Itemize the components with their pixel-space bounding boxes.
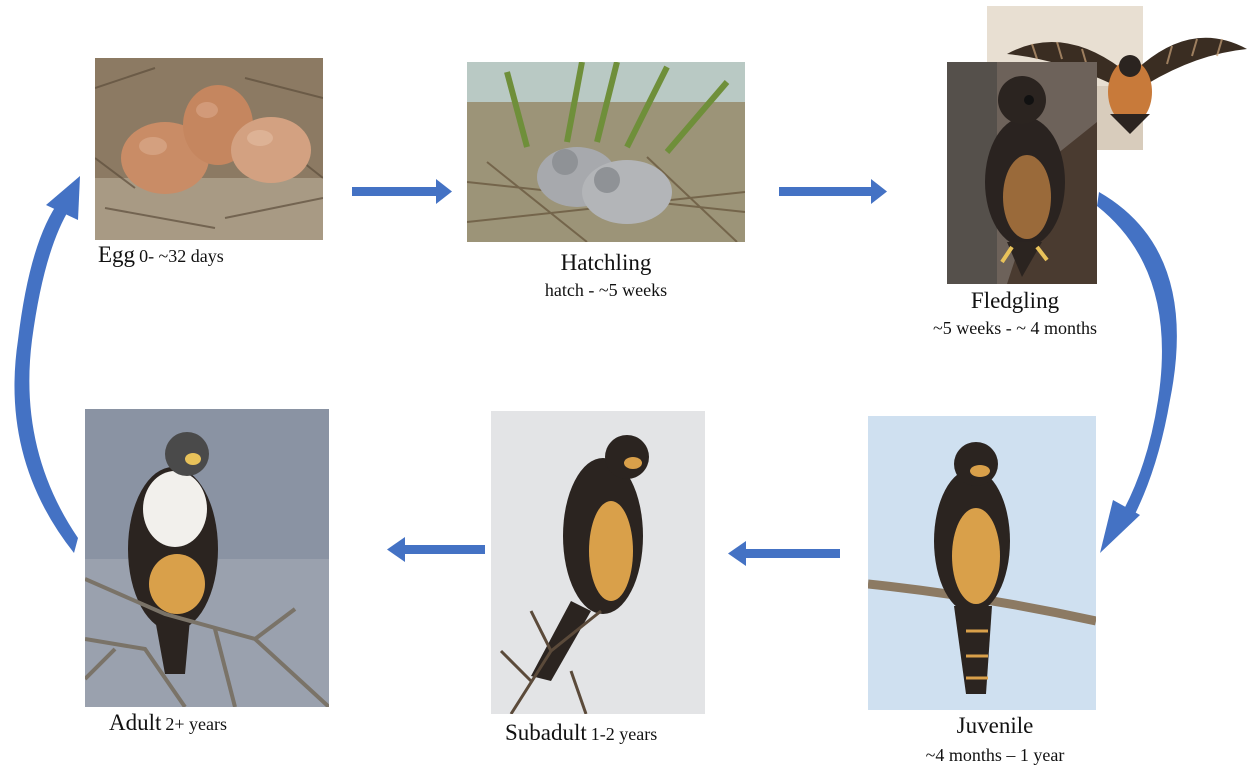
arrow-subadult-to-adult bbox=[387, 537, 485, 562]
subadult-label: Subadult 1-2 years bbox=[505, 720, 657, 746]
arrow-egg-to-hatchling bbox=[352, 179, 452, 204]
juvenile-stage-duration: ~4 months – 1 year bbox=[875, 745, 1115, 766]
arrow-juvenile-to-subadult bbox=[728, 541, 840, 566]
arrow-hatchling-to-fledgling bbox=[779, 179, 887, 204]
hatchling-label: Hatchling hatch - ~5 weeks bbox=[486, 250, 726, 301]
hatchling-stage-duration: hatch - ~5 weeks bbox=[486, 280, 726, 301]
subadult-stage-name: Subadult bbox=[505, 720, 587, 745]
arrow-adult-to-egg bbox=[14, 176, 80, 553]
fledgling-stage-name: Fledgling bbox=[885, 288, 1145, 314]
arrow-fledgling-to-juvenile bbox=[1097, 192, 1177, 553]
egg-photo bbox=[95, 58, 323, 240]
fledgling-stage-duration: ~5 weeks - ~ 4 months bbox=[885, 318, 1145, 339]
fledgling-photo bbox=[947, 62, 1097, 284]
adult-photo bbox=[85, 409, 329, 707]
adult-label: Adult 2+ years bbox=[109, 710, 227, 736]
juvenile-stage-name: Juvenile bbox=[875, 713, 1115, 739]
adult-stage-duration: 2+ years bbox=[165, 714, 227, 734]
juvenile-photo bbox=[868, 416, 1096, 710]
egg-stage-name: Egg bbox=[98, 242, 135, 267]
egg-label: Egg 0- ~32 days bbox=[98, 242, 224, 268]
hatchling-stage-name: Hatchling bbox=[486, 250, 726, 276]
subadult-photo bbox=[491, 411, 705, 714]
egg-stage-duration: 0- ~32 days bbox=[139, 246, 224, 266]
hatchling-photo bbox=[467, 62, 745, 242]
juvenile-label: Juvenile ~4 months – 1 year bbox=[875, 713, 1115, 766]
adult-stage-name: Adult bbox=[109, 710, 161, 735]
fledgling-label: Fledgling ~5 weeks - ~ 4 months bbox=[885, 288, 1145, 339]
subadult-stage-duration: 1-2 years bbox=[591, 724, 657, 744]
